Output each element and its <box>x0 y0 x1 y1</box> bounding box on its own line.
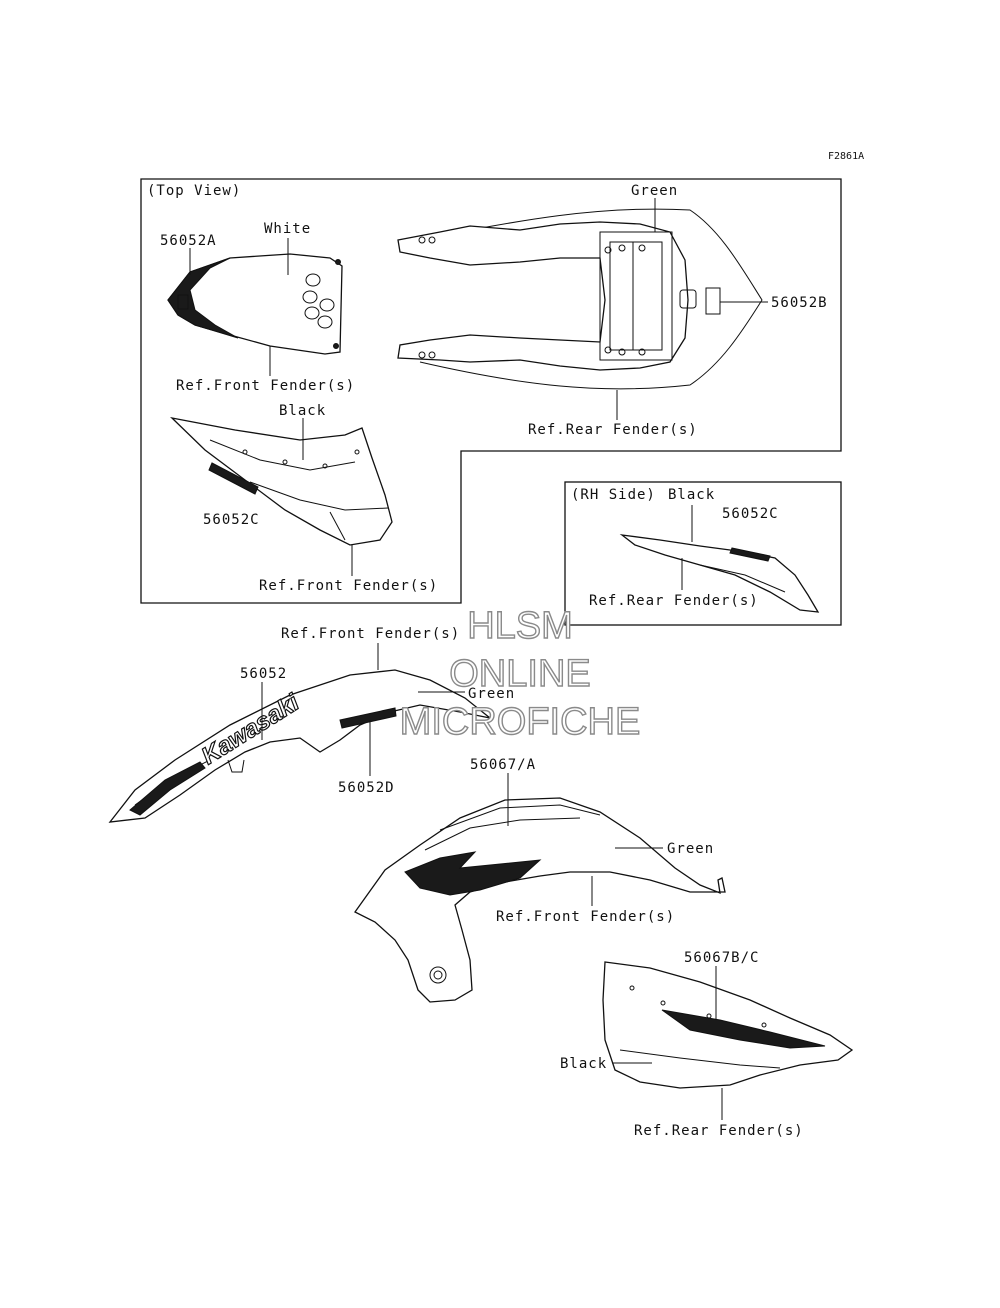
label-56052: 56052 <box>240 666 287 682</box>
watermark-line2: ONLINE <box>449 653 590 695</box>
side-cowl-top-drawing <box>169 416 393 546</box>
label-56052a: 56052A <box>160 233 217 249</box>
label-56052d: 56052D <box>338 780 395 796</box>
label-green-1: Green <box>468 686 515 702</box>
rh-side-frame <box>564 481 842 626</box>
label-ref-rear: Ref.Rear Fender(s) <box>528 422 698 438</box>
front-cowl-top-drawing <box>167 253 343 355</box>
top-view-frame <box>140 178 842 604</box>
label-56052c-rh: 56052C <box>722 506 779 522</box>
rear-cowl-side-drawing <box>602 961 854 1089</box>
label-ref-front-mid: Ref.Front Fender(s) <box>496 909 675 925</box>
label-ref-rear-bottom: Ref.Rear Fender(s) <box>634 1123 804 1139</box>
label-56052b: 56052B <box>771 295 828 311</box>
label-56067a: 56067/A <box>470 757 536 773</box>
label-56067bc: 56067B/C <box>684 950 759 966</box>
rear-seat-frame-drawing <box>397 208 763 390</box>
watermark-line1: HLSM <box>467 605 573 647</box>
label-black-rh: Black <box>668 487 715 503</box>
label-56052c-top: 56052C <box>203 512 260 528</box>
label-ref-front-2: Ref.Front Fender(s) <box>259 578 438 594</box>
label-green-top: Green <box>631 183 678 199</box>
label-black-bottom: Black <box>560 1056 607 1072</box>
top-view-title: (Top View) <box>147 183 241 199</box>
rear-cowl-rh-drawing <box>619 534 820 613</box>
rh-side-title: (RH Side) <box>571 487 656 503</box>
label-green-2: Green <box>667 841 714 857</box>
label-ref-rear-rh: Ref.Rear Fender(s) <box>589 593 759 609</box>
tank-cover-drawing <box>354 797 726 1003</box>
watermark-line3: MICROFICHE <box>400 701 641 743</box>
front-fender-side-drawing <box>108 669 491 823</box>
label-white: White <box>264 221 311 237</box>
label-ref-front-top: Ref.Front Fender(s) <box>281 626 460 642</box>
label-ref-front-1: Ref.Front Fender(s) <box>176 378 355 394</box>
label-black-top: Black <box>279 403 326 419</box>
figure-code: F2861A <box>828 151 864 162</box>
